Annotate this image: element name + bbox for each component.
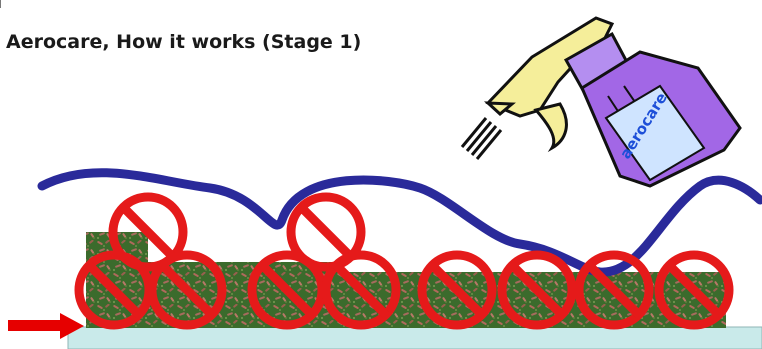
prohibition-icon (654, 250, 734, 330)
spray-bottle-icon: aerocare (483, 16, 742, 188)
spray-mist (460, 117, 503, 160)
prohibition-icon (108, 192, 188, 272)
prohibition-icon (417, 250, 497, 330)
wavy-film-line (37, 168, 762, 277)
surface-bar (67, 326, 762, 349)
prohibition-icon (147, 250, 227, 330)
slide-title: Aerocare, How it works (Stage 1) (6, 31, 362, 53)
corner-mark (0, 0, 1, 8)
flow-arrow-icon (8, 313, 84, 339)
prohibition-icon (321, 250, 401, 330)
prohibition-icon (497, 250, 577, 330)
prohibition-icon (286, 192, 366, 272)
prohibition-icons (74, 192, 734, 330)
prohibition-icon (574, 250, 654, 330)
